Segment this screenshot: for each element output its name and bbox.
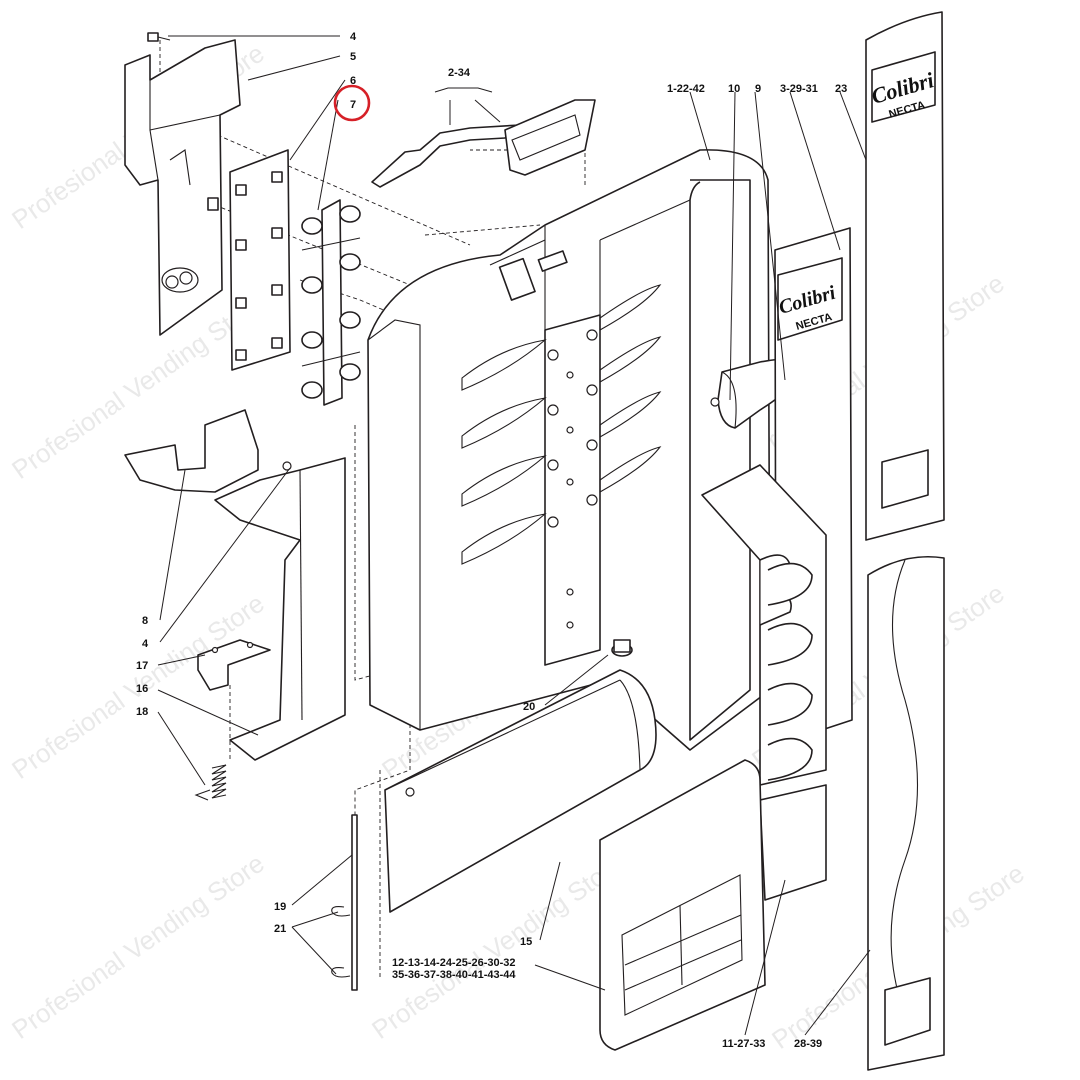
small-bracket-part-8 xyxy=(124,409,259,493)
button-carrier-part-7 xyxy=(301,199,361,406)
grommet-part-20 xyxy=(611,639,633,657)
callout-2-34: 2-34 xyxy=(448,67,471,79)
keypad-panel xyxy=(229,149,291,371)
lower-front-panel xyxy=(599,759,766,1051)
screw-part-4 xyxy=(147,32,171,42)
callout-8: 8 xyxy=(142,615,148,627)
callout-15: 15 xyxy=(520,936,532,948)
callout-10: 10 xyxy=(728,83,740,95)
side-panel-part-23: Colibri NECTA xyxy=(865,11,945,541)
watermark-text: Profesional Vending Store xyxy=(6,848,269,1045)
spring-part-18 xyxy=(194,764,227,801)
cup-channel xyxy=(701,464,827,901)
callout-23: 23 xyxy=(835,83,847,95)
callout-21: 21 xyxy=(274,923,286,935)
side-panel-part-28-39 xyxy=(867,555,945,1071)
callout-20: 20 xyxy=(523,701,535,713)
rear-bracket xyxy=(124,39,241,336)
callout-28-39: 28-39 xyxy=(794,1038,822,1050)
callout-4-top: 4 xyxy=(350,31,357,43)
main-door-panel xyxy=(367,149,771,751)
callout-labels: 4 5 6 7 2-34 1-22-42 10 9 3-29-31 23 8 4… xyxy=(136,31,847,1050)
callout-1-22-42: 1-22-42 xyxy=(667,83,705,95)
callout-17: 17 xyxy=(136,660,148,672)
display-module xyxy=(371,99,596,188)
selection-buttons xyxy=(547,329,598,629)
callout-6: 6 xyxy=(350,75,356,87)
selection-slots-right xyxy=(599,284,662,493)
callout-9: 9 xyxy=(755,83,761,95)
callout-11-27-33: 11-27-33 xyxy=(722,1038,765,1050)
callout-18: 18 xyxy=(136,706,148,718)
angle-bracket-part-17 xyxy=(197,639,271,691)
highlight-circle xyxy=(333,84,371,122)
mounting-frame-part-16 xyxy=(214,457,346,761)
drop-flap-part-15 xyxy=(384,669,657,913)
callout-5: 5 xyxy=(350,51,356,63)
clip-part-21 xyxy=(331,906,351,978)
callout-4-mid: 4 xyxy=(142,638,149,650)
leader-lines xyxy=(157,35,871,1036)
selection-slots-left xyxy=(461,339,547,565)
callout-12-line1: 12-13-14-24-25-26-30-32 xyxy=(392,957,516,969)
pin-part-19 xyxy=(351,814,358,991)
callout-3-29-31: 3-29-31 xyxy=(780,83,818,95)
callout-16: 16 xyxy=(136,683,148,695)
callout-12-line2: 35-36-37-38-40-41-43-44 xyxy=(392,969,516,981)
callout-19: 19 xyxy=(274,901,286,913)
callout-7: 7 xyxy=(350,99,356,111)
